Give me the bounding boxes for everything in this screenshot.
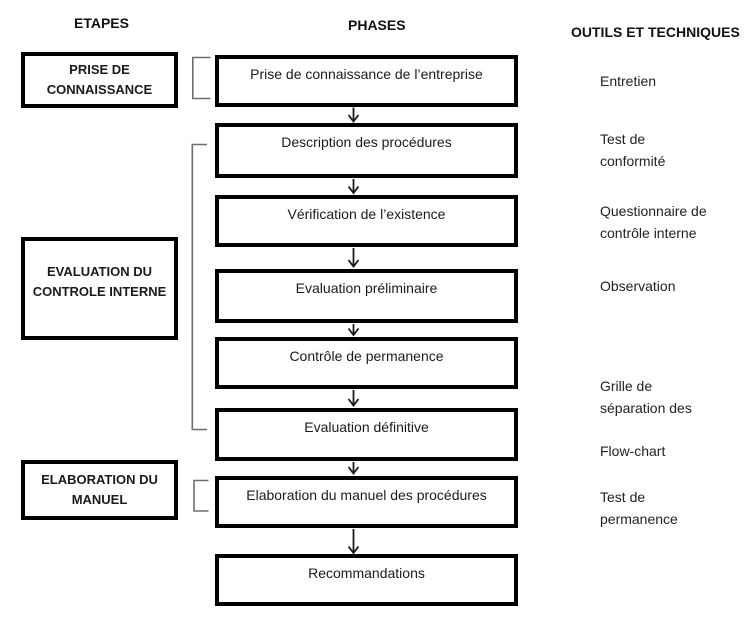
phase-box-prise-de-connaissance-entreprise: Prise de connaissance de l’entreprise bbox=[215, 55, 518, 107]
column-header-phases: PHASES bbox=[348, 17, 406, 33]
flow-arrow-6 bbox=[347, 462, 360, 475]
outil-item-observation: Observation bbox=[600, 278, 676, 294]
bracket-prise-de-connaissance bbox=[192, 56, 211, 100]
outil-item-grille-de-separation: Grille de séparation des bbox=[600, 378, 692, 416]
etape-label: PRISE DE CONNAISSANCE bbox=[46, 62, 153, 97]
column-header-etapes: ETAPES bbox=[74, 15, 129, 31]
phase-box-recommandations: Recommandations bbox=[215, 554, 518, 606]
phase-box-evaluation-definitive: Evaluation définitive bbox=[215, 408, 518, 461]
outil-item-entretien: Entretien bbox=[600, 73, 657, 89]
etape-box-evaluation-du-controle-interne: EVALUATION DU CONTROLE INTERNE bbox=[21, 237, 178, 340]
outil-item-test-de-conformite: Test de conformité bbox=[600, 131, 666, 169]
flow-arrow-4 bbox=[347, 324, 360, 337]
etape-box-prise-de-connaissance: PRISE DE CONNAISSANCE bbox=[21, 52, 178, 108]
bracket-elaboration-du-manuel bbox=[193, 479, 209, 512]
bracket-evaluation-du-controle-interne bbox=[191, 143, 207, 431]
flow-arrow-7 bbox=[347, 529, 360, 555]
flow-arrow-2 bbox=[347, 179, 360, 195]
column-header-outils-et-techniques: OUTILS ET TECHNIQUES bbox=[571, 24, 740, 40]
outil-item-questionnaire-de-controle-interne: Questionnaire de contrôle interne bbox=[600, 203, 707, 241]
flow-arrow-1 bbox=[347, 107, 360, 123]
phase-box-evaluation-preliminaire: Evaluation préliminaire bbox=[215, 269, 518, 323]
etape-label: EVALUATION DU CONTROLE INTERNE bbox=[32, 264, 167, 299]
flow-arrow-3 bbox=[347, 248, 360, 268]
outil-item-test-de-permanence: Test de permanence bbox=[600, 489, 678, 527]
etape-box-elaboration-du-manuel: ELABORATION DU MANUEL bbox=[21, 460, 178, 520]
phase-box-description-des-procedures: Description des procédures bbox=[215, 123, 518, 178]
outil-item-flow-chart: Flow-chart bbox=[600, 443, 666, 459]
flow-arrow-5 bbox=[347, 390, 360, 407]
phase-box-elaboration-du-manuel-des-procedures: Elaboration du manuel des procédures bbox=[215, 476, 518, 528]
phase-box-controle-de-permanence: Contrôle de permanence bbox=[215, 337, 518, 389]
phase-box-verification-de-l-existence: Vérification de l’existence bbox=[215, 195, 518, 247]
etape-label: ELABORATION DU MANUEL bbox=[41, 472, 158, 507]
